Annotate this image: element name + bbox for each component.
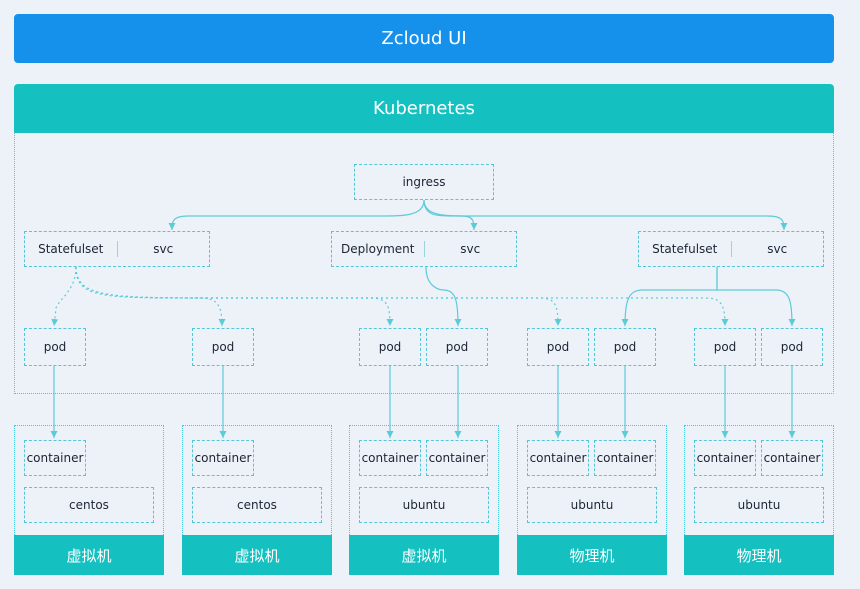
pod-label: pod [445,340,469,354]
container-node: container [426,440,488,476]
ingress-node: ingress [354,164,494,200]
statefulset-left-to-pod-arrow [75,266,562,327]
pod-node: pod [24,328,86,366]
container-node: container [359,440,421,476]
machine-type-label: 虚拟机 [14,535,164,575]
container-node: container [527,440,589,476]
ingress-label: ingress [402,175,446,189]
statefulset-label: Statefulset [652,242,718,256]
container-label: container [194,451,252,465]
svc-label: svc [153,242,174,256]
pod-node: pod [192,328,254,366]
os-label: ubuntu [402,498,446,512]
statefulset-label: Statefulset [38,242,104,256]
deployment-label: Deployment [341,242,415,256]
pod-node: pod [426,328,488,366]
ingress-to-statefulset-right-arrow [423,199,788,231]
statefulset-right-to-pod-arrow [716,267,796,327]
os-label: ubuntu [737,498,781,512]
container-node: container [24,440,86,476]
svc-label: svc [460,242,481,256]
container-label: container [596,451,654,465]
container-node: container [594,440,656,476]
kubernetes-title: Kubernetes [373,98,475,119]
pod-node: pod [359,328,421,366]
statefulset-left-to-pod-arrow [75,266,394,327]
machine-type-text: 物理机 [736,546,782,565]
machine-type-label: 虚拟机 [349,535,499,575]
container-label: container [696,451,754,465]
pod-label: pod [546,340,570,354]
node-divider [116,241,118,257]
pod-label: pod [378,340,402,354]
node-divider [423,241,425,257]
pod-label: pod [780,340,804,354]
deployment-to-pod-arrow [425,266,462,327]
statefulset-left-to-pod-arrow [75,266,729,327]
svc-label: svc [767,242,788,256]
machine-type-text: 虚拟机 [401,546,447,565]
container-label: container [26,451,84,465]
container-label: container [763,451,821,465]
pod-label: pod [713,340,737,354]
os-label: ubuntu [570,498,614,512]
pod-node: pod [527,328,589,366]
pod-node: pod [694,328,756,366]
statefulset-right-to-pod-arrow [621,267,718,327]
statefulset-left-to-pod-arrow [51,266,77,327]
machine-type-text: 物理机 [569,546,615,565]
pod-label: pod [211,340,235,354]
deployment-svc-node: Deployment svc [331,231,517,267]
node-divider [730,241,732,257]
machine-type-label: 虚拟机 [182,535,332,575]
os-node: ubuntu [527,487,657,523]
machine-type-label: 物理机 [517,535,667,575]
os-node: ubuntu [694,487,824,523]
container-label: container [361,451,419,465]
container-label: container [529,451,587,465]
ingress-to-statefulset-left-arrow [168,199,425,231]
container-node: container [192,440,254,476]
os-label: centos [237,498,277,512]
pod-label: pod [43,340,67,354]
kubernetes-cluster-frame [14,132,834,394]
kubernetes-header: Kubernetes [14,84,834,133]
pod-node: pod [594,328,656,366]
os-node: centos [24,487,154,523]
statefulset-left-to-pod-arrow [75,266,226,327]
container-node: container [694,440,756,476]
os-node: centos [192,487,322,523]
os-label: centos [69,498,109,512]
machine-type-text: 虚拟机 [234,546,280,565]
zcloud-ui-header: Zcloud UI [14,14,834,63]
os-node: ubuntu [359,487,489,523]
pod-label: pod [613,340,637,354]
statefulset-svc-node: Statefulset svc [638,231,824,267]
container-node: container [761,440,823,476]
zcloud-ui-title: Zcloud UI [381,28,467,49]
statefulset-svc-node: Statefulset svc [24,231,210,267]
pod-node: pod [761,328,823,366]
container-label: container [428,451,486,465]
machine-type-label: 物理机 [684,535,834,575]
machine-type-text: 虚拟机 [66,546,112,565]
